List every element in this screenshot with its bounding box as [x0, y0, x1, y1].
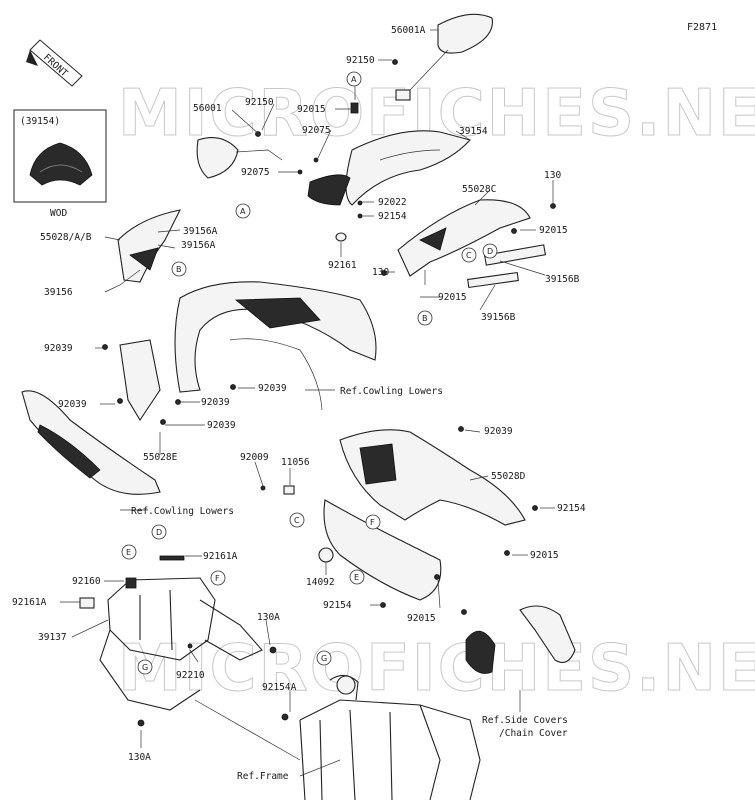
part-label: 92161 — [328, 260, 357, 271]
callout-G: G — [142, 663, 148, 672]
side-panel-55028D — [323, 429, 526, 601]
part-label: 92075 — [241, 167, 270, 178]
part-label: 92039 — [484, 426, 513, 437]
ref-frame: Ref.Frame — [237, 771, 289, 782]
part-label: 92075 — [302, 125, 331, 136]
part-label: 92015 — [539, 225, 568, 236]
part-label: 92154A — [262, 682, 297, 693]
callout-E: E — [354, 573, 359, 582]
callout-B: B — [176, 265, 182, 274]
part-label: 55028D — [491, 471, 526, 482]
part-label: 39156A — [183, 226, 218, 237]
part-label: 92210 — [176, 670, 205, 681]
part-label: 130 — [372, 267, 389, 278]
part-label: 92015 — [530, 550, 559, 561]
part-label: 130A — [257, 612, 280, 623]
part-label: 92022 — [378, 197, 407, 208]
part-label: 92015 — [407, 613, 436, 624]
leader-lines — [60, 29, 555, 777]
part-label: 92015 — [438, 292, 467, 303]
cowl-55028C — [397, 199, 547, 289]
callout-B: B — [422, 314, 428, 323]
figure-code: F2871 — [687, 22, 717, 33]
callout-E: E — [126, 548, 131, 557]
callout-G: G — [321, 654, 327, 663]
mirror-right — [395, 13, 493, 101]
ref-side-covers: Ref.Side Covers — [482, 715, 568, 726]
part-label: 92039 — [201, 397, 230, 408]
ref-cowling-lowers: Ref.Cowling Lowers — [340, 386, 443, 397]
inset-caption: WOD — [50, 208, 67, 219]
part-label: 56001A — [391, 25, 426, 36]
callout-F: F — [215, 574, 220, 583]
part-label: 92039 — [58, 399, 87, 410]
part-label: 55028E — [143, 452, 178, 463]
callout-A: A — [240, 207, 246, 216]
part-label: 92161A — [12, 597, 47, 608]
part-label: 130 — [544, 170, 561, 181]
watermark-bottom: MICROFICHES.NET — [118, 632, 755, 706]
part-label: 39156A — [181, 240, 216, 251]
part-label: 92154 — [378, 211, 407, 222]
reference-labels: Ref.Cowling Lowers Ref.Cowling Lowers Re… — [131, 386, 568, 782]
part-labels: 56001A 92150 56001 92150 92015 92075 391… — [12, 25, 586, 763]
part-label: 39156B — [481, 312, 516, 323]
part-label: 55028/A/B — [40, 232, 92, 243]
main-cowl-panel — [174, 281, 377, 411]
part-label: 92039 — [44, 343, 73, 354]
callout-C: C — [466, 251, 472, 260]
mirror-left — [196, 137, 283, 179]
inset-windshield: (39154) WOD — [13, 109, 107, 219]
callout-D: D — [156, 528, 162, 537]
part-label: 92015 — [297, 104, 326, 115]
part-label: 130A — [128, 752, 151, 763]
part-label: 92039 — [258, 383, 287, 394]
callout-C: C — [294, 516, 300, 525]
side-cover-bracket — [465, 605, 576, 674]
ref-cowling-lowers: Ref.Cowling Lowers — [131, 506, 234, 517]
ref-chain-cover: /Chain Cover — [499, 728, 568, 739]
fasteners — [79, 59, 556, 727]
part-label: 56001 — [193, 103, 222, 114]
part-label: 92009 — [240, 452, 269, 463]
part-label: 39156 — [44, 287, 73, 298]
side-panel-55028E — [21, 339, 161, 495]
part-label: 55028C — [462, 184, 496, 195]
part-label: 14092 — [306, 577, 335, 588]
part-label: 39156B — [545, 274, 580, 285]
part-label: 92150 — [245, 97, 274, 108]
part-label: 92154 — [323, 600, 352, 611]
callout-A: A — [351, 75, 357, 84]
part-label: 39137 — [38, 632, 67, 643]
bracket-39137 — [99, 577, 263, 711]
front-arrow-icon: FRONT — [26, 39, 83, 87]
part-label: 11056 — [281, 457, 310, 468]
part-label: 92039 — [207, 420, 236, 431]
part-label: 92161A — [203, 551, 238, 562]
part-label: 92154 — [557, 503, 586, 514]
part-label: 92150 — [346, 55, 375, 66]
callouts: A A B B C C D D E E F F G G — [121, 71, 498, 675]
part-label: 39154 — [459, 126, 488, 137]
upper-cowl-39154 — [307, 130, 472, 206]
callout-D: D — [487, 247, 493, 256]
callout-F: F — [370, 518, 375, 527]
cowl-55028AB — [117, 209, 181, 283]
inset-part-number: (39154) — [20, 116, 60, 127]
frame — [299, 674, 481, 800]
part-label: 92160 — [72, 576, 101, 587]
